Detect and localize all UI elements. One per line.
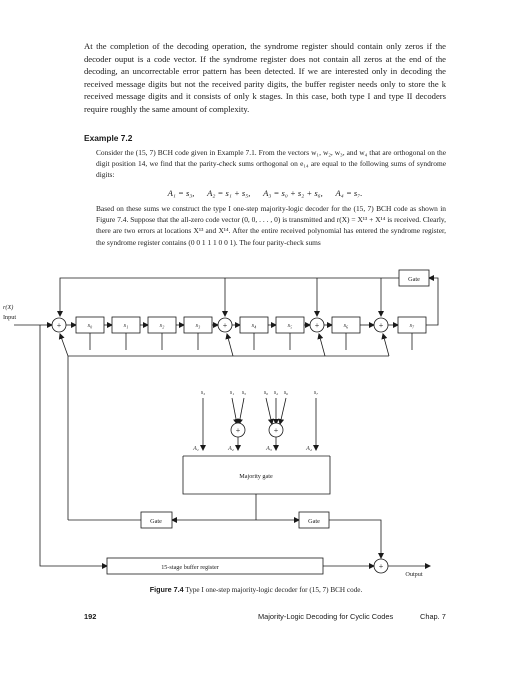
xor-a3 bbox=[268, 422, 284, 438]
chapter-title: Majority-Logic Decoding for Cyclic Codes bbox=[258, 612, 394, 621]
plus-sign: + bbox=[379, 562, 384, 571]
chapter-label: Chap. 7 bbox=[420, 612, 446, 621]
gate-right bbox=[298, 511, 330, 529]
tap-label: s₁ bbox=[230, 390, 234, 396]
plus-sign: + bbox=[223, 321, 228, 330]
xor-a2 bbox=[230, 422, 246, 438]
adder-3-4 bbox=[217, 317, 233, 333]
tap-label: s₃ bbox=[201, 390, 205, 396]
page-number: 192 bbox=[84, 612, 97, 621]
register-stage-s7 bbox=[397, 316, 427, 334]
example-heading: Example 7.2 bbox=[84, 133, 133, 143]
register-stage-s0 bbox=[75, 316, 105, 334]
adder-5-6 bbox=[309, 317, 325, 333]
majority-gate-label: Majority gate bbox=[239, 473, 273, 480]
sum-label-a3: A₃ bbox=[265, 446, 272, 452]
register-stage-s5 bbox=[275, 316, 305, 334]
register-stage-s3 bbox=[183, 316, 213, 334]
plus-sign: + bbox=[379, 321, 384, 330]
input-signal-label: r(X) bbox=[3, 304, 13, 311]
output-label: Output bbox=[405, 571, 422, 578]
register-stage-s4 bbox=[239, 316, 269, 334]
adder-input bbox=[51, 317, 67, 333]
tap-label: s₇ bbox=[314, 390, 318, 396]
sum-label-a1: A₁ bbox=[192, 446, 199, 452]
plus-sign: + bbox=[236, 426, 241, 435]
input-label: Input bbox=[3, 314, 16, 321]
stage-label: s₃ bbox=[196, 322, 201, 329]
tap-label: s₅ bbox=[242, 390, 246, 396]
stage-label: s₁ bbox=[124, 322, 129, 329]
tap-label: s₆ bbox=[284, 390, 288, 396]
stage-label: s₆ bbox=[344, 322, 349, 329]
buffer-register-label: 15-stage buffer register bbox=[161, 564, 219, 571]
plus-sign: + bbox=[57, 321, 62, 330]
register-stage-s2 bbox=[147, 316, 177, 334]
stage-label: s₄ bbox=[252, 322, 257, 329]
gate-left bbox=[140, 511, 173, 529]
stage-label: s₂ bbox=[160, 322, 165, 329]
tap-label: s₂ bbox=[274, 390, 278, 396]
sum-label-a4: A₄ bbox=[305, 446, 312, 452]
figure-caption: Figure 7.4 Type I one-step majority-logi… bbox=[0, 585, 512, 594]
register-stage-s6 bbox=[331, 316, 361, 334]
parity-check-equations: A₁ = s₃, A₂ = s₁ + s₅, A₃ = s₀ + s₂ + s₆… bbox=[167, 188, 363, 198]
plus-sign: + bbox=[315, 321, 320, 330]
stage-label: s₅ bbox=[288, 322, 293, 329]
sum-label-a2: A₂ bbox=[227, 446, 234, 452]
figure-caption-text: Type I one-step majority-logic decoder f… bbox=[185, 586, 363, 594]
paragraph-example: Consider the (15, 7) BCH code given in E… bbox=[96, 148, 446, 180]
paragraph-intro: At the completion of the decoding operat… bbox=[84, 41, 446, 114]
figure-number: Figure 7.4 bbox=[149, 585, 184, 594]
paragraph-construction: Based on these sums we construct the typ… bbox=[96, 204, 446, 247]
plus-sign: + bbox=[274, 426, 279, 435]
adder-6-7 bbox=[373, 317, 389, 333]
register-stage-s1 bbox=[111, 316, 141, 334]
gate-top bbox=[398, 269, 430, 287]
tap-label: s₀ bbox=[264, 390, 268, 396]
gate-label: Gate bbox=[408, 276, 420, 283]
adder-output bbox=[373, 558, 389, 574]
gate-label: Gate bbox=[308, 518, 320, 525]
buffer-register bbox=[106, 557, 324, 575]
stage-label: s₀ bbox=[88, 322, 93, 329]
stage-label: s₇ bbox=[410, 322, 415, 329]
gate-label: Gate bbox=[150, 518, 162, 525]
